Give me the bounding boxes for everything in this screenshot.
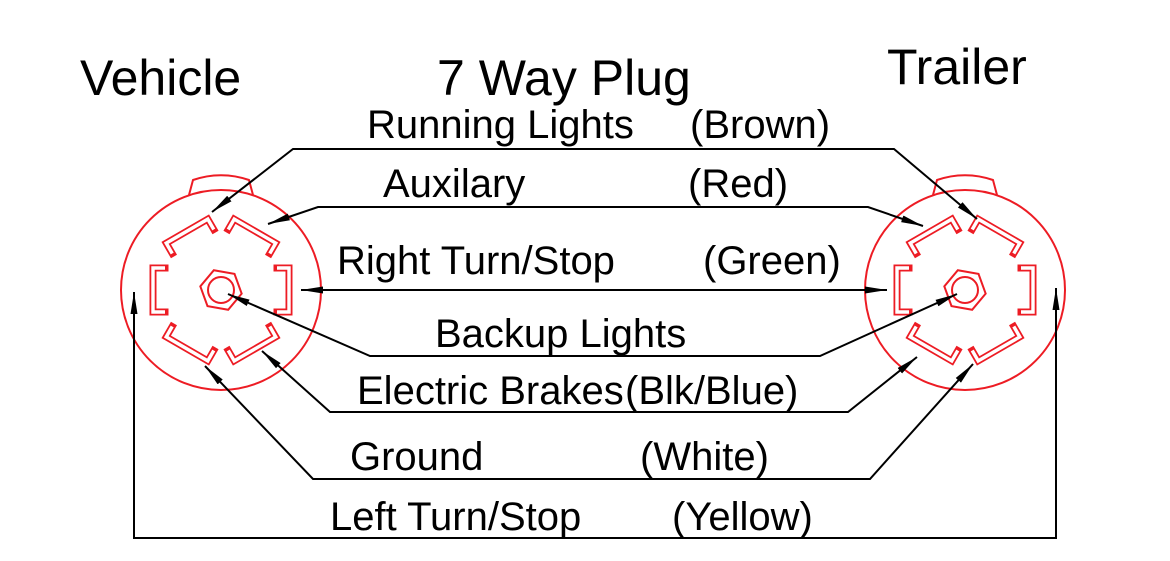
vehicle-pin-top-right [223,214,281,259]
trailer-title: Trailer [887,39,1027,95]
vehicle-pin-bottom-right [223,321,281,366]
vehicle-pin-top-left [161,214,219,259]
wire-color-right-turn-stop: (Green) [703,239,841,283]
vehicle-pin-center [199,269,243,311]
wire-name-running-lights: Running Lights [367,103,634,147]
vehicle-pin-left [149,264,169,316]
vehicle-pin-bottom-left [161,321,219,366]
wire-line-auxilary [267,206,924,227]
wire-name-left-turn-stop: Left Turn/Stop [330,495,581,539]
wire-name-right-turn-stop: Right Turn/Stop [337,239,615,283]
vehicle-connector [120,174,322,391]
trailer-pin-center [943,269,987,311]
trailer-pin-left [893,264,913,316]
wire-line-ground [204,363,974,480]
wire-color-left-turn-stop: (Yellow) [672,495,813,539]
trailer-pin-bottom-right [967,321,1025,366]
wire-name-electric-brakes: Electric Brakes [357,369,624,413]
labels: Vehicle 7 Way Plug Trailer Running Light… [80,39,1027,539]
wire-line-running-lights [211,148,978,220]
trailer-connector-tab [932,174,998,196]
wire-name-auxilary: Auxilary [383,162,525,206]
wire-color-ground: (White) [640,435,769,479]
trailer-pin-top-right [967,214,1025,259]
trailer-pin-bottom-left [905,321,963,366]
trailer-pin-right [1017,264,1037,316]
trailer-connector [864,174,1066,391]
wire-color-electric-brakes: (Blk/Blue) [625,369,798,413]
vehicle-pin-right [273,264,293,316]
wire-name-backup-lights: Backup Lights [435,312,686,356]
wire-lines [130,148,1060,539]
vehicle-connector-tab [188,174,254,196]
wire-color-running-lights: (Brown) [690,103,830,147]
wire-name-ground: Ground [350,435,483,479]
wire-color-auxilary: (Red) [688,162,788,206]
vehicle-title: Vehicle [80,50,241,106]
wire-line-left-turn-stop [130,288,1060,539]
trailer-pin-top-left [905,214,963,259]
diagram-title: 7 Way Plug [437,50,691,106]
